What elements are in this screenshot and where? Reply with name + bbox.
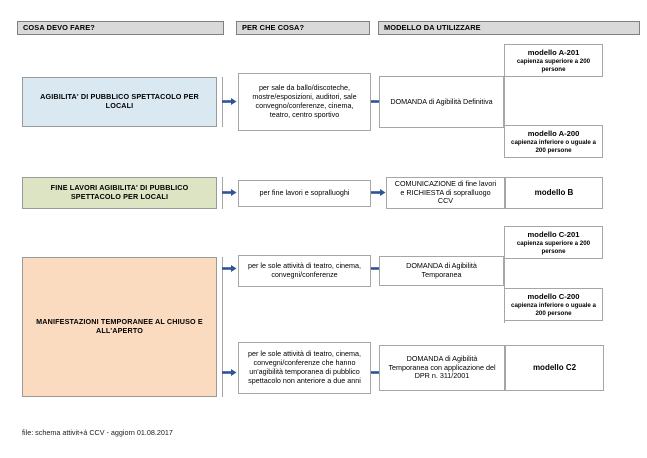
- category-box-agibilita-pubblico-spettacolo-locali: AGIBILITA' DI PUBBLICO SPETTACOLO PER LO…: [22, 77, 217, 127]
- model-subtitle: capienza superiore a 200 persone: [516, 58, 591, 73]
- document-box-row3a: DOMANDA di Agibilità Temporanea: [379, 256, 504, 286]
- column-header-cosa-devo-fare: COSA DEVO FARE?: [17, 21, 224, 35]
- document-label: DOMANDA di Agibilità Temporanea con appl…: [388, 353, 496, 381]
- column-header-label: PER CHE COSA?: [242, 23, 305, 33]
- document-box-row1: DOMANDA di Agibilità Definitiva: [379, 76, 504, 128]
- model-title: modello A-200: [527, 128, 580, 138]
- model-title: modello B: [534, 188, 574, 198]
- document-box-row3b: DOMANDA di Agibilità Temporanea con appl…: [379, 345, 505, 391]
- category-label: AGIBILITA' DI PUBBLICO SPETTACOLO PER LO…: [40, 92, 199, 110]
- model-subtitle: capienza superiore a 200 persone: [516, 240, 591, 255]
- reason-box-row2: per fine lavori e sopralluoghi: [238, 180, 371, 207]
- model-box-c2: modello C2: [505, 345, 604, 391]
- column-header-label: COSA DEVO FARE?: [23, 23, 95, 33]
- category-box-fine-lavori-agibilita: FINE LAVORI AGIBILITA' DI PUBBLICO SPETT…: [22, 177, 217, 209]
- model-box-a-201: modello A-201 capienza superiore a 200 p…: [504, 44, 603, 77]
- model-box-b: modello B: [505, 177, 603, 209]
- arrow-row2-reason-to-document: [371, 188, 386, 197]
- reason-box-row3b: per le sole attività di teatro, cinema, …: [238, 342, 371, 394]
- category-box-manifestazioni-temporanee: MANIFESTAZIONI TEMPORANEE AL CHIUSO E AL…: [22, 257, 217, 397]
- reason-label: per le sole attività di teatro, cinema, …: [247, 261, 362, 279]
- column-header-per-che-cosa: PER CHE COSA?: [236, 21, 370, 35]
- arrow-row3a-category-to-reason: [222, 264, 237, 273]
- column-header-modello-da-utilizzare: MODELLO DA UTILIZZARE: [378, 21, 640, 35]
- model-subtitle: capienza inferiore o uguale a 200 person…: [511, 139, 596, 154]
- connector-vertical-row3-models: [504, 226, 505, 323]
- document-label: DOMANDA di Agibilità Temporanea: [406, 261, 477, 279]
- document-box-row2: COMUNICAZIONE di fine lavori e RICHIESTA…: [386, 177, 505, 209]
- model-title: modello C-201: [527, 229, 580, 239]
- model-title: modello C-200: [527, 291, 580, 301]
- reason-label: per sale da ballo/discoteche, mostre/esp…: [252, 83, 357, 119]
- arrow-row3b-category-to-reason: [222, 368, 237, 377]
- column-header-label: MODELLO DA UTILIZZARE: [384, 23, 481, 33]
- category-label: MANIFESTAZIONI TEMPORANEE AL CHIUSO E AL…: [36, 317, 203, 335]
- connector-vertical-row3-left: [222, 257, 223, 397]
- reason-box-row3a: per le sole attività di teatro, cinema, …: [238, 255, 371, 287]
- reason-box-row1: per sale da ballo/discoteche, mostre/esp…: [238, 73, 371, 131]
- reason-label: per le sole attività di teatro, cinema, …: [247, 349, 362, 385]
- model-title: modello C2: [532, 363, 577, 373]
- model-title: modello A-201: [527, 47, 580, 57]
- connector-vertical-row1-models: [504, 44, 505, 158]
- arrow-row2-category-to-reason: [222, 188, 237, 197]
- model-box-c-200: modello C-200 capienza inferiore o ugual…: [504, 288, 603, 321]
- model-box-c-201: modello C-201 capienza superiore a 200 p…: [504, 226, 603, 259]
- model-subtitle: capienza inferiore o uguale a 200 person…: [511, 302, 596, 317]
- model-box-a-200: modello A-200 capienza inferiore o ugual…: [504, 125, 603, 158]
- footer-note: file: schema attivit+á CCV - aggiorn 01.…: [22, 428, 173, 437]
- document-label: DOMANDA di Agibilità Definitiva: [390, 96, 493, 106]
- reason-label: per fine lavori e sopralluoghi: [259, 188, 350, 198]
- category-label: FINE LAVORI AGIBILITA' DI PUBBLICO SPETT…: [50, 183, 189, 201]
- arrow-row1-category-to-reason: [222, 97, 237, 106]
- document-label: COMUNICAZIONE di fine lavori e RICHIESTA…: [394, 178, 497, 206]
